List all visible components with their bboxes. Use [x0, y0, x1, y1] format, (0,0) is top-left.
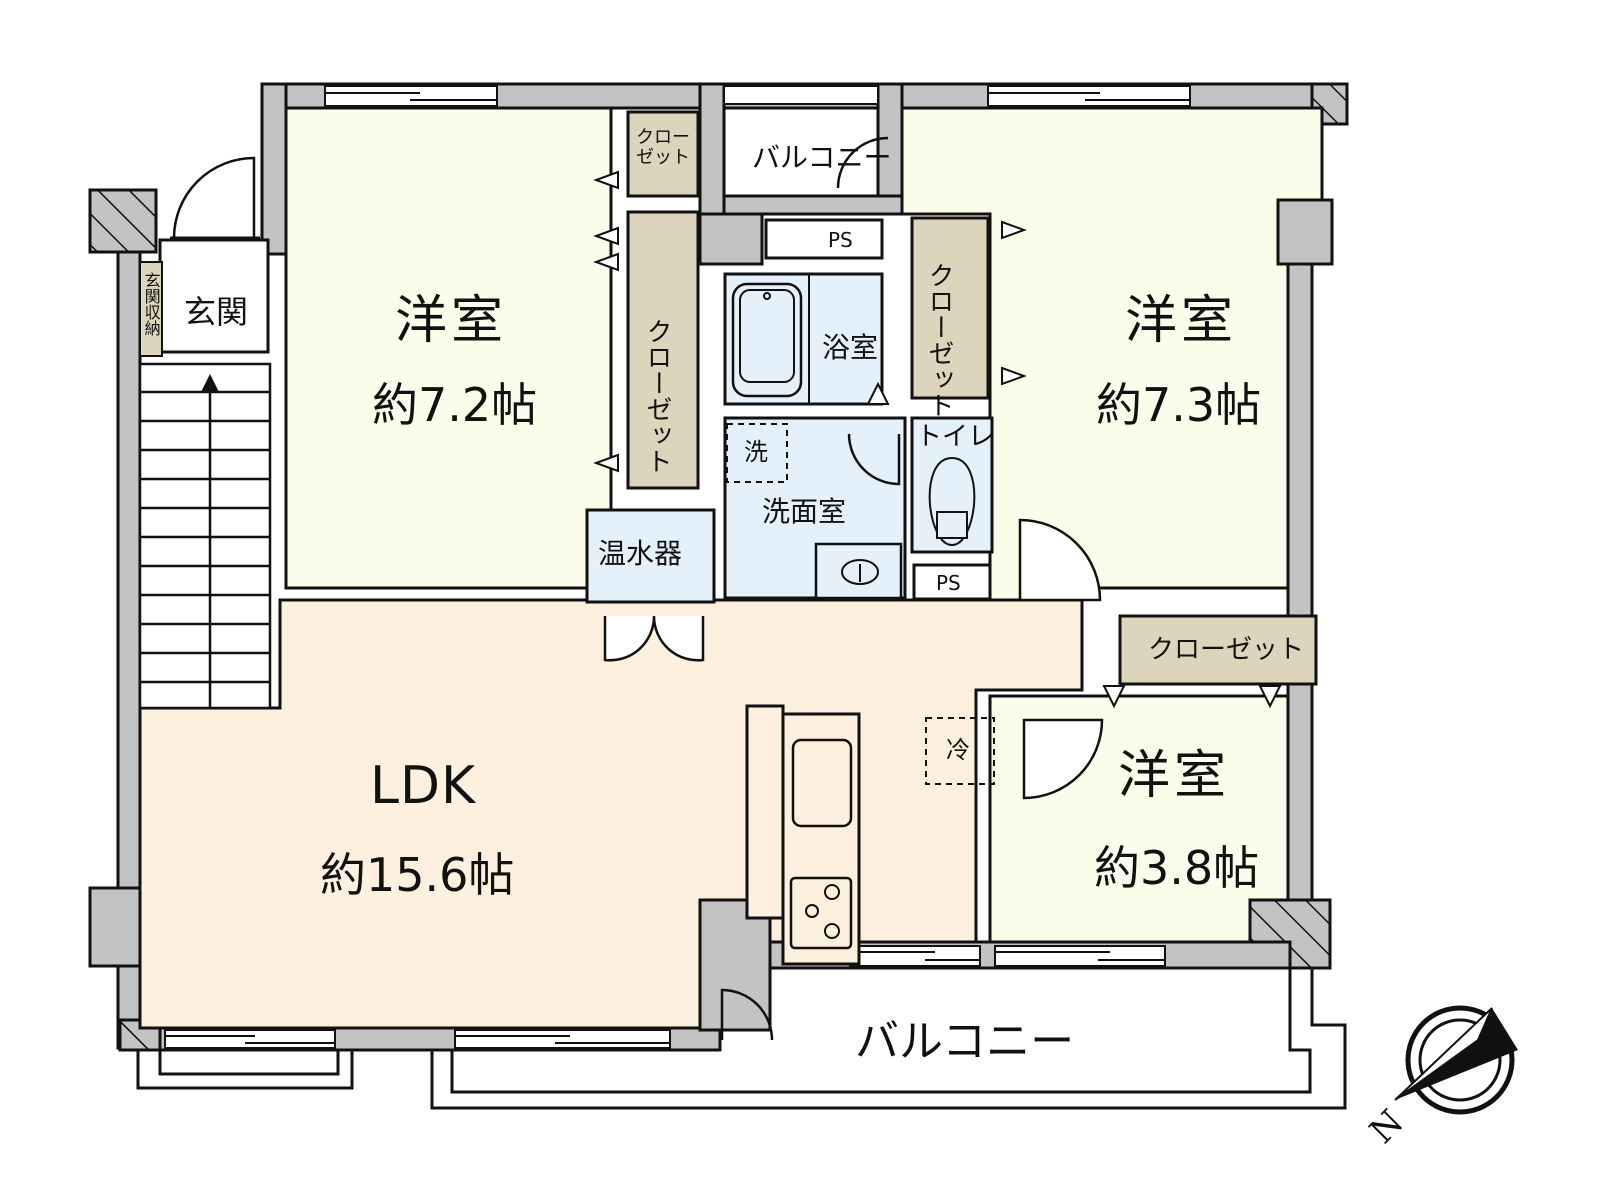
entrance-door[interactable]	[172, 156, 256, 239]
compass-icon	[1394, 1005, 1518, 1115]
bathroom-label: 浴室	[822, 331, 879, 364]
washbasin	[814, 542, 903, 600]
closet-ne	[910, 216, 990, 400]
bathroom-door-marker	[866, 381, 890, 405]
washer-space-label: 洗	[744, 438, 768, 466]
closet-ne-label: クローゼット	[924, 262, 954, 418]
western-room-nw-size: 約7.2帖	[372, 378, 538, 432]
ps-lower-label: PS	[936, 571, 961, 595]
entrance-area	[158, 238, 270, 354]
ps-lower	[912, 563, 992, 601]
balcony-north	[722, 106, 880, 198]
se-room-door[interactable]	[1022, 718, 1104, 800]
fridge-space-label: 冷	[946, 736, 970, 764]
ne-room-door[interactable]	[1018, 518, 1102, 602]
western-room-nw	[284, 106, 613, 590]
water-heater-label: 温水器	[598, 537, 683, 570]
ps-upper-label: PS	[828, 228, 853, 252]
balcony-north-label: バルコニー	[752, 141, 892, 174]
ldk-size: 約15.6帖	[320, 848, 515, 902]
washroom-label: 洗面室	[762, 495, 847, 528]
stairs	[138, 362, 272, 710]
balcony-south-door[interactable]	[720, 988, 774, 1041]
ps-upper	[764, 218, 884, 260]
balcony-north-door[interactable]	[836, 136, 889, 189]
closet-se-label: クローゼット	[1148, 635, 1305, 665]
ldk-name: LDK	[370, 756, 477, 816]
water-heater-doors[interactable]	[603, 615, 705, 662]
fridge-space	[925, 717, 995, 785]
closet-tall-nw	[626, 210, 700, 490]
windows	[164, 85, 1191, 1049]
western-room-se-size: 約3.8帖	[1094, 841, 1260, 895]
kitchen-counter	[781, 712, 861, 966]
stairs-up-arrow-icon	[201, 374, 219, 392]
western-room-ne-size: 約7.3帖	[1096, 378, 1262, 432]
kitchen-sink	[791, 738, 853, 828]
closet-se	[1118, 614, 1318, 686]
western-room-se-name: 洋室	[1118, 746, 1231, 806]
entrance-label: 玄関	[184, 293, 249, 331]
closet-door-markers	[593, 170, 1282, 709]
western-room-nw-name: 洋室	[395, 291, 508, 351]
bathtub	[731, 282, 803, 398]
closet-tall-nw-label: クローゼット	[642, 318, 672, 474]
balcony-south-outline	[136, 958, 1347, 1110]
entrance-storage	[139, 261, 163, 357]
toilet-label: トイレ	[916, 422, 995, 452]
kitchen-stove	[789, 876, 853, 950]
balcony-south-label: バルコニー	[855, 1016, 1075, 1067]
closet-small-nw-label: クローゼット	[636, 127, 690, 168]
closet-small-nw	[626, 110, 700, 198]
entrance-storage-label: 玄関収納	[141, 272, 161, 336]
washer-space	[726, 423, 788, 483]
western-room-ne-name: 洋室	[1125, 291, 1238, 351]
washroom-door[interactable]	[847, 433, 901, 486]
kitchen-partition	[745, 704, 785, 920]
water-heater	[585, 508, 716, 604]
